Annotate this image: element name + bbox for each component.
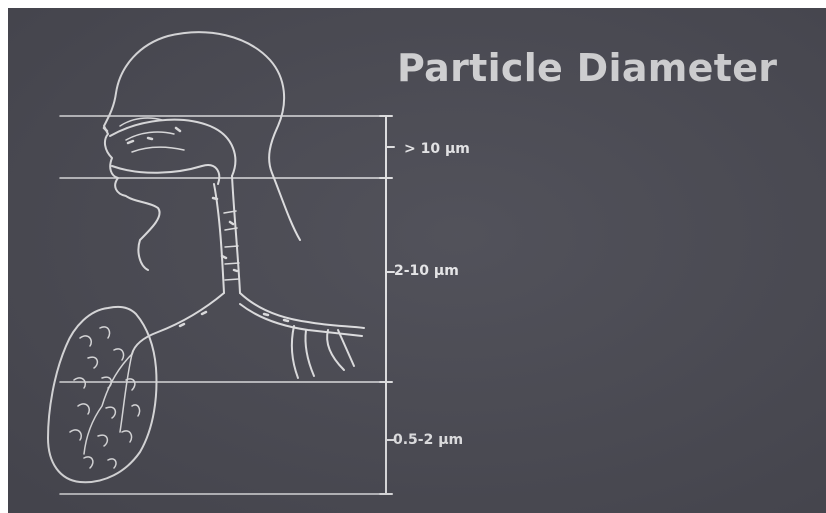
- nasal-turbinates: [120, 118, 184, 152]
- size-range-bracket: [380, 116, 394, 494]
- diagram-frame: Particle Diameter > 10 μm 2-10 μm 0.5-2 …: [8, 8, 826, 513]
- size-label-trachea-bronchi: 2-10 μm: [394, 263, 459, 279]
- trachea: [214, 176, 240, 293]
- airway-particles: [104, 128, 288, 326]
- diagram-title: Particle Diameter: [397, 46, 777, 90]
- oral-cavity: [112, 165, 219, 184]
- right-bronchus: [240, 293, 364, 336]
- left-bronchus: [132, 293, 224, 354]
- lung-outline: [48, 307, 156, 482]
- region-divider-lines: [60, 116, 386, 494]
- size-label-upper-airway: > 10 μm: [404, 141, 470, 157]
- size-label-alveoli: 0.5-2 μm: [393, 432, 463, 448]
